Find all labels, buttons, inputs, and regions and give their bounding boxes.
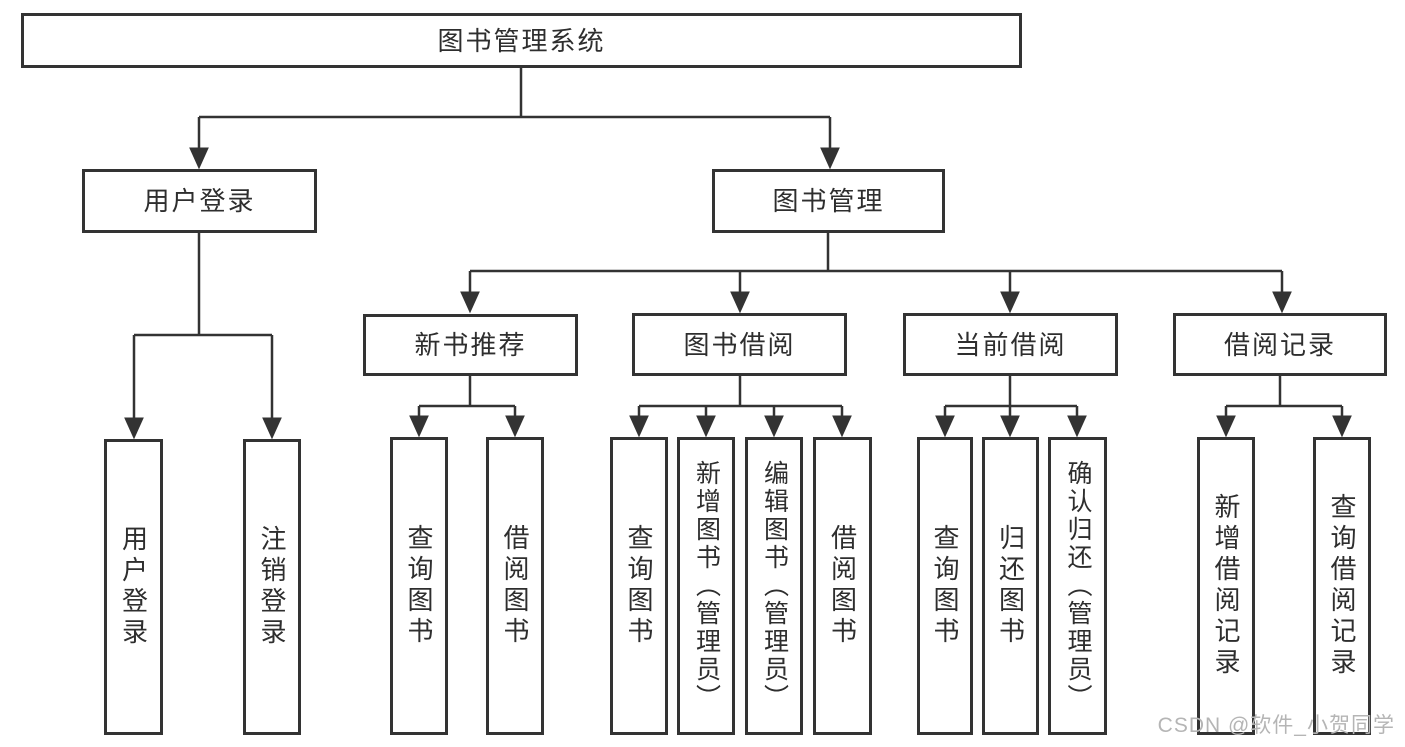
leaf-logout-label: 注销登录 — [257, 525, 287, 649]
leaf-nb-borrow-label: 借阅图书 — [500, 524, 530, 648]
leaf-cb-query: 查询图书 — [917, 437, 973, 735]
leaf-br-add-label: 新增借阅记录 — [1211, 493, 1241, 679]
leaf-cb-confirm-label: 确认归还（管理员） — [1064, 460, 1092, 712]
node-book-mgmt-label: 图书管理 — [772, 186, 885, 216]
leaf-nb-query: 查询图书 — [390, 437, 448, 735]
node-new-books-label: 新书推荐 — [414, 330, 527, 360]
leaf-nb-borrow: 借阅图书 — [486, 437, 544, 735]
node-book-mgmt: 图书管理 — [712, 169, 945, 233]
node-root-label: 图书管理系统 — [437, 25, 606, 56]
leaf-login-label: 用户登录 — [118, 525, 149, 649]
node-borrow-records-label: 借阅记录 — [1223, 329, 1336, 360]
leaf-br-add: 新增借阅记录 — [1197, 437, 1255, 735]
node-user-login: 用户登录 — [82, 169, 317, 233]
leaf-nb-query-label: 查询图书 — [404, 524, 434, 648]
leaf-bb-query-label: 查询图书 — [624, 524, 654, 648]
node-book-borrow-label: 图书借阅 — [683, 329, 796, 360]
leaf-bb-add: 新增图书（管理员） — [677, 437, 735, 735]
leaf-bb-query: 查询图书 — [610, 437, 668, 735]
node-new-books: 新书推荐 — [363, 314, 578, 376]
leaf-br-query-label: 查询借阅记录 — [1327, 493, 1357, 679]
leaf-cb-return: 归还图书 — [982, 437, 1039, 735]
node-root: 图书管理系统 — [21, 13, 1022, 68]
leaf-bb-edit: 编辑图书（管理员） — [745, 437, 803, 735]
leaf-cb-confirm: 确认归还（管理员） — [1048, 437, 1107, 735]
leaf-bb-edit-label: 编辑图书（管理员） — [760, 460, 789, 712]
leaf-cb-query-label: 查询图书 — [930, 524, 960, 648]
leaf-logout: 注销登录 — [243, 439, 301, 735]
watermark: CSDN @软件_小贺同学 — [1157, 714, 1395, 737]
leaf-br-query: 查询借阅记录 — [1313, 437, 1371, 735]
leaf-login: 用户登录 — [104, 439, 163, 735]
leaf-bb-borrow-label: 借阅图书 — [827, 524, 858, 648]
leaf-bb-add-label: 新增图书（管理员） — [692, 460, 721, 712]
node-user-login-label: 用户登录 — [143, 186, 256, 216]
node-book-borrow: 图书借阅 — [632, 313, 847, 376]
node-current-borrow-label: 当前借阅 — [954, 329, 1067, 360]
node-borrow-records: 借阅记录 — [1173, 313, 1387, 376]
leaf-cb-return-label: 归还图书 — [995, 524, 1026, 648]
leaf-bb-borrow: 借阅图书 — [813, 437, 872, 735]
node-current-borrow: 当前借阅 — [903, 313, 1118, 376]
